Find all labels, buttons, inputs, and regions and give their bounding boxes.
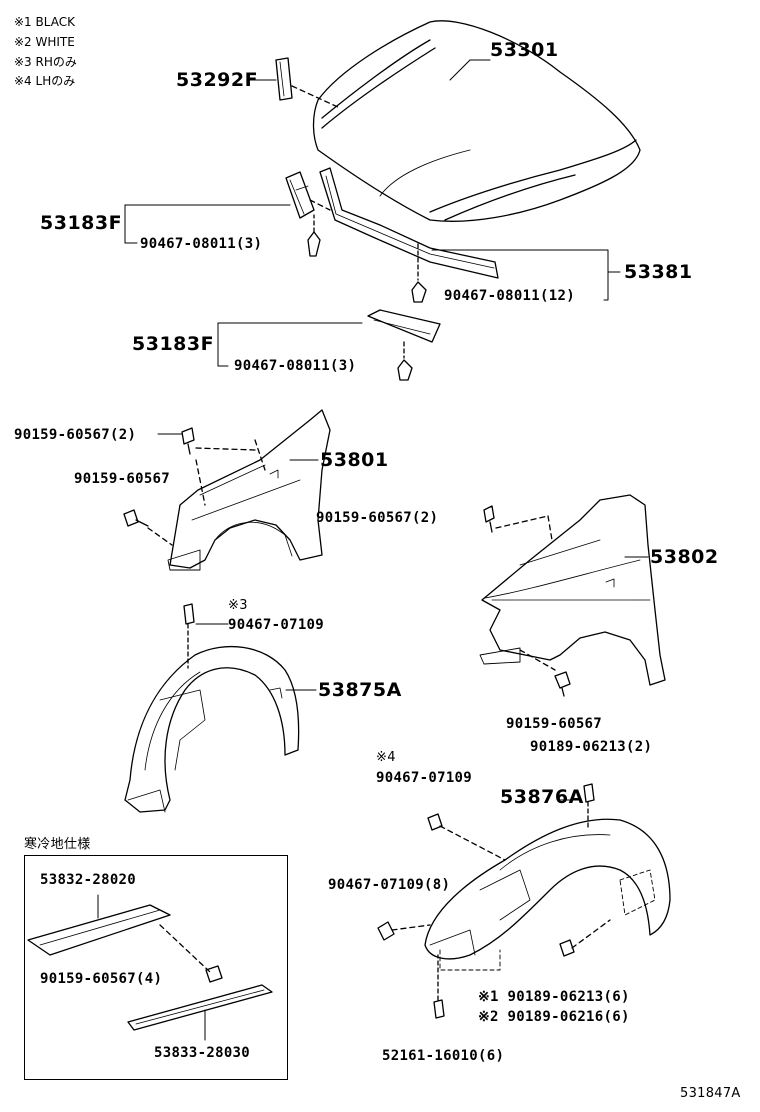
liner-lh-drawing	[377, 783, 671, 1019]
part-hood-seal-right[interactable]: 53183F	[132, 333, 215, 355]
cold-spec-drawing	[27, 894, 273, 1041]
hood-drawing	[312, 20, 641, 222]
part-hood-seal-front[interactable]: 53381	[624, 261, 693, 283]
mark-lh-liner: ※4	[376, 750, 396, 765]
part-clip-liner-lh[interactable]: 90189-06213(2)	[530, 739, 653, 755]
fender-lh-drawing	[479, 494, 666, 697]
cold-spec-title: 寒冷地仕様	[24, 837, 91, 852]
part-cold-bolt[interactable]: 90159-60567(4)	[40, 971, 163, 987]
part-clip-white[interactable]: ※2 90189-06216(6)	[478, 1009, 630, 1025]
leader-lines	[157, 59, 649, 801]
fender-rh-drawing	[123, 409, 331, 571]
part-bolt-single[interactable]: 90159-60567	[74, 471, 171, 487]
hood-seal-right-drawing	[217, 309, 441, 381]
note-rh-only: ※3 RHのみ	[14, 55, 77, 69]
part-bolt-lh-bottom[interactable]: 90159-60567	[506, 716, 603, 732]
part-hood-seal-clip[interactable]: 53292F	[176, 69, 259, 91]
hood-seal-front-drawing	[319, 167, 621, 303]
part-screw-bottom[interactable]: 52161-16010(6)	[382, 1048, 505, 1064]
part-liner-lh-clip[interactable]: 90467-07109	[376, 770, 473, 786]
part-liner-lh[interactable]: 53876A	[500, 786, 584, 808]
part-fender-lh[interactable]: 53802	[650, 546, 719, 568]
part-hood[interactable]: 53301	[490, 39, 559, 61]
liner-rh-drawing	[124, 603, 300, 813]
part-cold-bottom[interactable]: 53833-28030	[154, 1045, 251, 1061]
part-clip-black[interactable]: ※1 90189-06213(6)	[478, 989, 630, 1005]
part-hood-seal-left[interactable]: 53183F	[40, 212, 123, 234]
note-white: ※2 WHITE	[14, 35, 75, 49]
part-clip-right[interactable]: 90467-08011(3)	[234, 358, 357, 374]
part-bolt-fender-lh[interactable]: 90159-60567(2)	[316, 510, 439, 526]
part-cold-top[interactable]: 53832-28020	[40, 872, 137, 888]
mark-rh-liner: ※3	[228, 598, 248, 613]
part-fender-rh[interactable]: 53801	[320, 449, 389, 471]
part-liner-rh[interactable]: 53875A	[318, 679, 402, 701]
part-clip-left[interactable]: 90467-08011(3)	[140, 236, 263, 252]
hood-seal-left-drawing	[124, 171, 331, 257]
part-clip-front[interactable]: 90467-08011(12)	[444, 288, 575, 304]
note-black: ※1 BLACK	[14, 15, 75, 29]
cold-spec-box	[24, 855, 288, 1080]
part-clip-liner-lh-8[interactable]: 90467-07109(8)	[328, 877, 451, 893]
hood-seal-clip-drawing	[275, 57, 341, 109]
figure-id: 531847A	[680, 1086, 741, 1101]
part-bolt-top[interactable]: 90159-60567(2)	[14, 427, 137, 443]
part-liner-rh-clip[interactable]: 90467-07109	[228, 617, 325, 633]
note-lh-only: ※4 LHのみ	[14, 74, 76, 88]
